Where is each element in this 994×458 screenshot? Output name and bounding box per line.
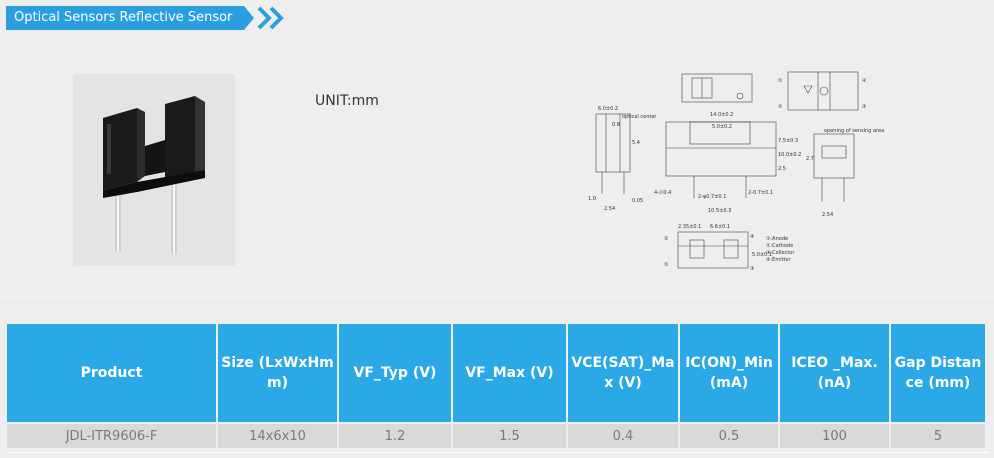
legend-collector: ③:Collector [766, 250, 795, 256]
circuit-pin-3: ③ [862, 104, 866, 110]
dimension-drawing: optical center opening of sensing area 6… [582, 70, 912, 288]
unit-label: UNIT:mm [315, 93, 379, 109]
cell-vf-typ: 1.2 [339, 424, 451, 448]
dim-2-5: 2.5 [778, 166, 786, 172]
dim-2-7: 2.7 [806, 156, 814, 162]
header-vf-max: VF_Max (V) [453, 324, 566, 422]
cell-gap-distance: 5 [891, 424, 985, 448]
dim-14: 14.0±0.2 [710, 112, 733, 118]
dim-1-0: 1.0 [588, 196, 596, 202]
header-iceo-max: ICEO _Max. (nA) [780, 324, 889, 422]
dim-4-0-4: 4-∅0.4 [654, 190, 671, 196]
footprint-pin-2: ② [664, 236, 669, 242]
circuit-pin-1: ① [778, 78, 783, 84]
dim-0-05: 0.05 [632, 198, 643, 204]
category-banner: Optical Sensors Reflective Sensor [6, 6, 292, 30]
table-row: JDL-ITR9606-F 14x6x10 1.2 1.5 0.4 0.5 10… [7, 424, 985, 448]
dim-2-35: 2.35±0.1 [678, 224, 701, 230]
dim-5: 5.0±0.2 [712, 124, 732, 130]
dim-2-0-7: 2-0.7±0.1 [748, 190, 773, 196]
cell-ic-on-min: 0.5 [680, 424, 778, 448]
legend-emitter: ④:Emitter [766, 257, 792, 263]
double-chevron-icon [256, 6, 292, 30]
dim-6-6: 6.6±0.1 [710, 224, 730, 230]
dim-0-8: 0.8 [612, 122, 620, 128]
cell-size: 14x6x10 [218, 424, 337, 448]
table-header-row: Product Size (LxWxHmm) VF_Typ (V) VF_Max… [7, 324, 985, 422]
cell-iceo-max: 100 [780, 424, 889, 448]
banner-arrow-tail [244, 6, 255, 30]
cell-product[interactable]: JDL-ITR9606-F [7, 424, 216, 448]
dim-2-54-right: 2.54 [822, 212, 833, 218]
circuit-pin-2: ② [778, 104, 783, 110]
product-overview: UNIT:mm [0, 40, 994, 302]
dim-5-4: 5.4 [632, 140, 640, 146]
cell-vf-max: 1.5 [453, 424, 566, 448]
header-gap-distance: Gap Distance (mm) [891, 324, 985, 422]
header-vf-typ: VF_Typ (V) [339, 324, 451, 422]
label-opening: opening of sensing area [824, 128, 884, 134]
header-product: Product [7, 324, 216, 422]
reflective-sensor-photo [73, 74, 235, 266]
spec-table: Product Size (LxWxHmm) VF_Typ (V) VF_Max… [5, 322, 987, 450]
cell-vce-sat-max: 0.4 [568, 424, 678, 448]
dim-2-54-left: 2.54 [604, 206, 615, 212]
header-vce-sat-max: VCE(SAT)_Max (V) [568, 324, 678, 422]
dim-6: 6.0±0.2 [598, 106, 618, 112]
legend-cathode: ②:Cathode [766, 243, 793, 249]
header-size: Size (LxWxHmm) [218, 324, 337, 422]
circuit-pin-4: ④ [862, 78, 867, 84]
dim-holes: 2-φ0.7±0.1 [698, 194, 726, 200]
dim-10: 10.0±0.2 [778, 152, 801, 158]
label-optical-center: optical center [622, 114, 657, 120]
header-ic-on-min: IC(ON)_Min (mA) [680, 324, 778, 422]
table-bottom-line [7, 452, 989, 453]
dim-5-hole: 5.0±0.1 [752, 252, 772, 258]
footprint-pin-1: ① [664, 262, 669, 268]
dim-10-5: 10.5±0.3 [708, 208, 731, 214]
legend-anode: ①:Anode [766, 236, 788, 242]
dim-7-5: 7.5±0.3 [778, 138, 798, 144]
footprint-pin-3: ③ [750, 266, 754, 272]
section-divider [0, 303, 994, 304]
category-title: Optical Sensors Reflective Sensor [6, 6, 245, 30]
footprint-pin-4: ④ [750, 234, 755, 240]
